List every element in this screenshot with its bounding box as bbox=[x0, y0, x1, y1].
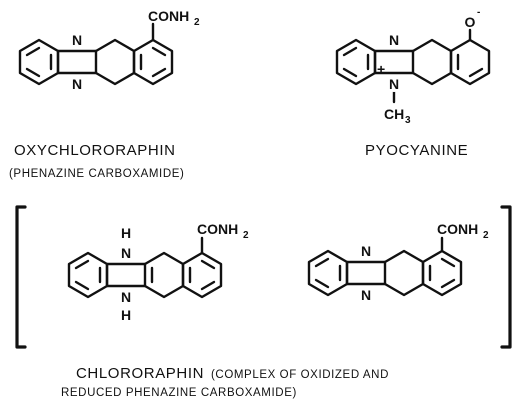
chlororaphin-description-line2: REDUCED PHENAZINE CARBOXAMIDE) bbox=[61, 387, 297, 399]
oxygen-label: O bbox=[465, 14, 476, 30]
hydrogen-label: H bbox=[121, 225, 131, 241]
carboxamide-label: CONH bbox=[197, 221, 238, 237]
oxychlororaphin-subtitle: (PHENAZINE CARBOXAMIDE) bbox=[9, 168, 184, 180]
nitrogen-label: N bbox=[389, 32, 399, 48]
nitrogen-label: N bbox=[72, 32, 82, 48]
carboxamide-subscript: 2 bbox=[483, 230, 489, 241]
negative-charge: - bbox=[477, 7, 480, 18]
nitrogen-label: N bbox=[121, 245, 131, 261]
oxychlororaphin-structure: N N CONH 2 bbox=[18, 8, 200, 92]
oxychlororaphin-name: OXYCHLORORAPHIN bbox=[14, 142, 176, 159]
hydrogen-label: H bbox=[121, 307, 131, 323]
pyocyanine-structure: N N O - + CH 3 bbox=[335, 7, 491, 126]
reduced-phenazine-bonds bbox=[67, 236, 223, 299]
positive-charge: + bbox=[377, 61, 385, 77]
carboxamide-label: CONH bbox=[437, 221, 478, 237]
nitrogen-label: N bbox=[72, 76, 82, 92]
left-bracket bbox=[15, 205, 27, 349]
methyl-subscript: 3 bbox=[405, 115, 411, 126]
reduced-phenazine-carboxamide-structure: N N H H CONH 2 bbox=[67, 221, 249, 323]
oxidized-phenazine-bonds bbox=[307, 236, 463, 297]
methyl-label: CH bbox=[384, 106, 404, 122]
oxychlororaphin-bonds bbox=[18, 22, 174, 86]
nitrogen-label: N bbox=[361, 243, 371, 259]
chlororaphin-description-line1: (COMPLEX OF OXIDIZED AND bbox=[211, 369, 389, 381]
nitrogen-label: N bbox=[389, 76, 399, 92]
nitrogen-label: N bbox=[361, 287, 371, 303]
pyocyanine-name: PYOCYANINE bbox=[365, 142, 468, 159]
oxidized-phenazine-carboxamide-structure: N N CONH 2 bbox=[307, 221, 489, 303]
nitrogen-label: N bbox=[121, 289, 131, 305]
carboxamide-subscript: 2 bbox=[194, 17, 200, 28]
right-bracket bbox=[500, 205, 512, 349]
pyocyanine-bonds bbox=[335, 28, 491, 104]
carboxamide-subscript: 2 bbox=[243, 230, 249, 241]
chlororaphin-name: CHLORORAPHIN bbox=[76, 365, 204, 382]
carboxamide-label: CONH bbox=[148, 8, 189, 24]
